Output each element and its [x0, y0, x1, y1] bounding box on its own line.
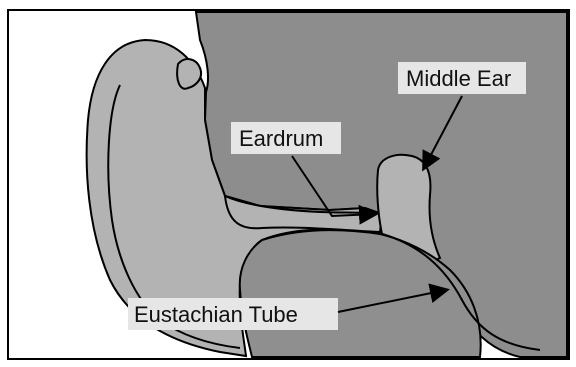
label-eustachian-tube: Eustachian Tube	[128, 298, 338, 330]
label-middle-ear-text: Middle Ear	[406, 66, 511, 91]
label-eardrum: Eardrum	[231, 122, 341, 154]
label-eardrum-text: Eardrum	[239, 126, 323, 151]
label-middle-ear: Middle Ear	[398, 62, 526, 94]
label-eustachian-tube-text: Eustachian Tube	[134, 302, 298, 327]
